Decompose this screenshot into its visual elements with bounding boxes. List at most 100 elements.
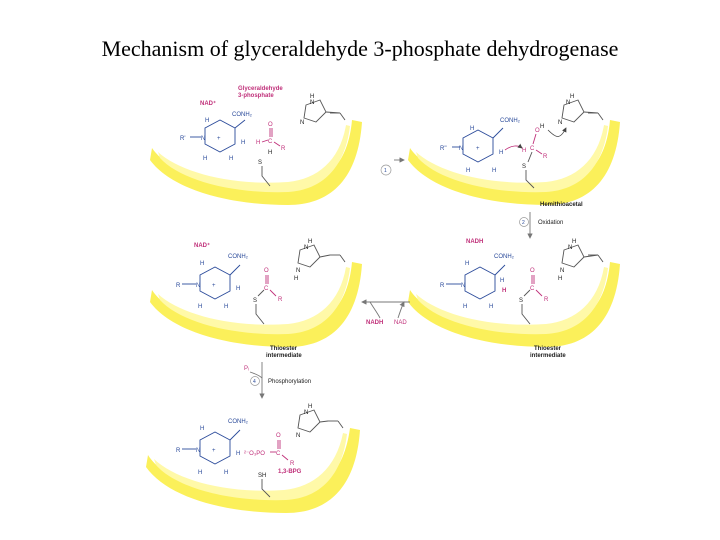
plus-label: + — [476, 146, 480, 152]
s-label: S — [253, 298, 257, 304]
nad-label-3: NAD⁺ — [194, 242, 210, 249]
s-label: S — [519, 298, 523, 304]
h-label: H — [308, 404, 312, 410]
n-label: N — [558, 120, 562, 126]
step-2-oxidation: 2 Oxidation — [519, 212, 563, 239]
panel-4-thioester-nadh: NADH CONH₂ R N H H H H H C O R S H N N H… — [408, 239, 620, 359]
step-3-nad-exchange: NADH NAD — [361, 299, 410, 326]
h-label: H — [200, 426, 204, 432]
n-label: N — [304, 245, 308, 251]
o-label: O — [530, 268, 535, 274]
enzyme-band-3 — [150, 262, 362, 347]
enzyme-band-4 — [408, 262, 620, 347]
step-3-nadh-label: NADH — [366, 320, 383, 326]
h-label: H — [308, 239, 312, 245]
enzyme-band-1 — [150, 120, 362, 205]
r-label: R — [176, 448, 181, 454]
sh-label: SH — [258, 473, 266, 479]
enzyme-band-2 — [408, 120, 620, 205]
c-label: C — [530, 146, 535, 152]
thioester-label-4-line2: intermediate — [530, 353, 566, 359]
h-label: H — [198, 470, 202, 476]
r-label: R — [176, 283, 181, 289]
h-label: H — [500, 278, 504, 284]
substrate-name-line2: 3-phosphate — [238, 93, 274, 99]
h-label: H — [465, 261, 469, 267]
h-label: H — [502, 288, 506, 294]
thioester-label-4-line1: Thioester — [534, 346, 562, 352]
h-label: H — [229, 156, 233, 162]
n-label: N — [296, 268, 300, 274]
h-label: H — [205, 118, 209, 124]
step-1: 1 — [380, 157, 405, 176]
bpg-label: 1,3-BPG — [278, 469, 302, 475]
r-label: R — [290, 461, 295, 467]
n-label: N — [196, 283, 200, 289]
step-2-label: Oxidation — [538, 220, 563, 226]
n-label: N — [300, 120, 304, 126]
conh2-label-5: CONH₂ — [228, 419, 249, 425]
n-label: N — [568, 245, 572, 251]
thioester-label-3-line2: intermediate — [266, 353, 302, 359]
step-2-number: 2 — [522, 220, 525, 226]
nad-label-1: NAD⁺ — [200, 100, 216, 107]
plus-label: + — [212, 283, 216, 289]
h-label: H — [540, 124, 544, 130]
substrate-name-line1: Glyceraldehyde — [238, 86, 283, 92]
r-label: R — [543, 154, 548, 160]
r-prime-label-1: R' — [180, 136, 185, 142]
c-label: C — [276, 451, 281, 457]
n-label: N — [560, 268, 564, 274]
h-label: H — [294, 276, 298, 282]
h-label: H — [572, 239, 576, 245]
r-prime-label-2: R'' — [440, 146, 447, 152]
step-4-phosphorylation: Pᵢ 4 Phosphorylation — [244, 362, 311, 399]
n-label-1: N — [201, 136, 205, 142]
plus-label: + — [212, 448, 216, 454]
n-label: N — [461, 283, 465, 289]
panel-5-product-release: CONH₂ R N + H H H H ²⁻O₃PO C O R 1,3-BPG… — [146, 404, 360, 513]
step-4-label: Phosphorylation — [268, 379, 311, 385]
h-label: H — [466, 168, 470, 174]
n-label: N — [459, 146, 463, 152]
panel-2-hemithioacetal: CONH₂ R'' N + H H H H H C O H R S H N N … — [408, 94, 620, 208]
conh2-label-3: CONH₂ — [228, 254, 249, 260]
o-label-1: O — [268, 122, 273, 128]
nadh-label-4: NADH — [466, 239, 483, 245]
h-label: H — [558, 276, 562, 282]
h-label: H — [224, 304, 228, 310]
phosphate-label: ²⁻O₃PO — [244, 451, 265, 457]
conh2-label-4: CONH₂ — [494, 254, 515, 260]
h-label: H — [236, 451, 240, 457]
n-label: N — [196, 448, 200, 454]
h-label: H — [200, 261, 204, 267]
h-label: H — [470, 126, 474, 132]
s-label-1: S — [258, 160, 262, 166]
n-label: N — [296, 433, 300, 439]
h-label: H — [241, 140, 245, 146]
plus-label-1: + — [217, 136, 221, 142]
h-label: H — [463, 304, 467, 310]
h-label: H — [310, 94, 314, 100]
h-label: H — [203, 156, 207, 162]
c-label: C — [530, 286, 535, 292]
o-label: O — [264, 268, 269, 274]
n-label: N — [304, 410, 308, 416]
n-label: N — [566, 100, 570, 106]
step-3-nad-label: NAD — [394, 320, 407, 326]
step-1-number: 1 — [384, 168, 387, 174]
h-label: H — [268, 150, 272, 156]
c-label-1: C — [268, 139, 273, 145]
panel-3-thioester: NAD⁺ CONH₂ R N + H H H H C O R S H N N H… — [150, 239, 362, 359]
conh2-label-2: CONH₂ — [500, 118, 521, 124]
s-label: S — [522, 164, 526, 170]
r-label: R — [440, 283, 445, 289]
c-label: C — [264, 286, 269, 292]
h-label: H — [224, 470, 228, 476]
thioester-label-3-line1: Thioester — [270, 346, 298, 352]
h-label: H — [492, 168, 496, 174]
r-label-1: R — [281, 146, 286, 152]
panel-1-substrate-binding: NAD⁺ Glyceraldehyde 3-phosphate CONH₂ R'… — [150, 86, 362, 205]
nicotinamide-ring-1 — [204, 119, 236, 153]
